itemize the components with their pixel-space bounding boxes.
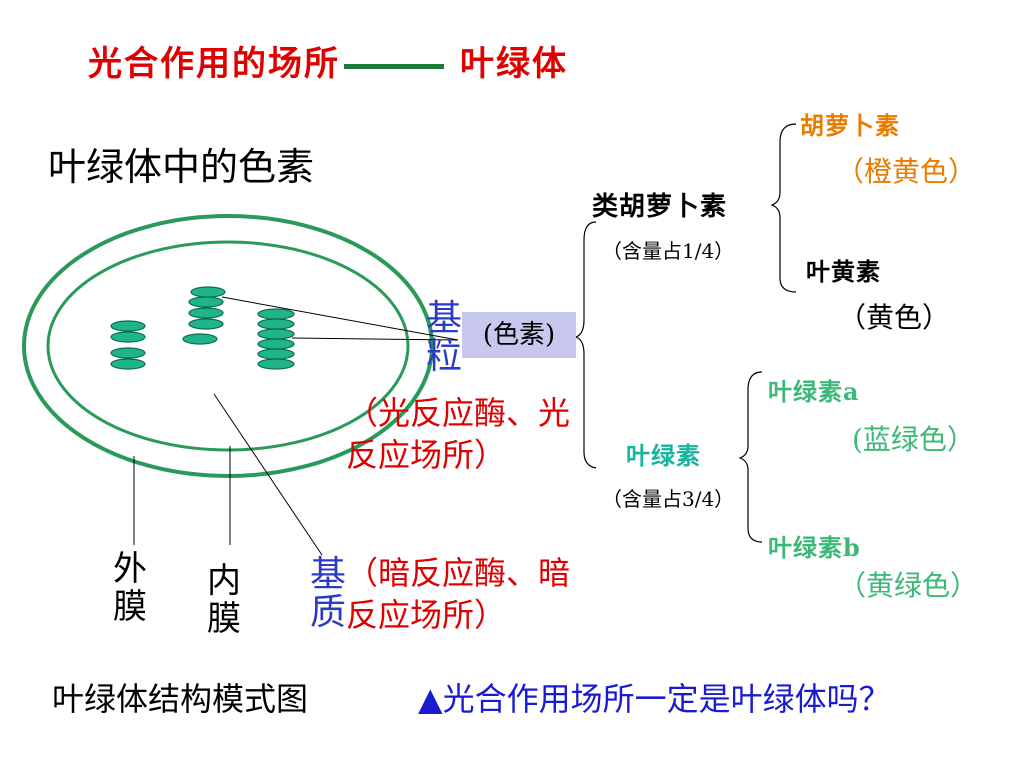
title-right: 叶绿体: [460, 44, 568, 84]
inner-membrane-label: 内膜: [207, 561, 241, 639]
outer-membrane: [22, 214, 434, 478]
grana-function: （光反应酶、光反应场所）: [346, 394, 571, 474]
braces: [574, 123, 797, 543]
xanthophyll-color: （黄色）: [838, 301, 951, 334]
chlorophyll-a-color: (蓝绿色）: [852, 423, 975, 456]
granum-middle: [182, 286, 226, 345]
title-left: 光合作用的场所: [88, 44, 340, 84]
grana-label: 基粒: [425, 298, 462, 377]
question-text: ▲光合作用场所一定是叶绿体吗？: [418, 680, 891, 718]
carotenoids-label: 类胡萝卜素: [592, 192, 728, 222]
outer-membrane-label: 外膜: [113, 549, 147, 627]
chlorophyll-b-label: 叶绿素b: [768, 533, 861, 562]
carotenoids-content: （含量占1/4）: [602, 239, 735, 263]
pigment-box: (色素): [462, 312, 576, 358]
chlorophyll-label: 叶绿素: [626, 441, 701, 470]
carotene-color: （橙黄色）: [836, 155, 977, 188]
leader-lines: [133, 296, 459, 556]
chlorophyll-content: （含量占3/4）: [602, 487, 735, 511]
subtitle: 叶绿体中的色素: [48, 145, 315, 189]
stroma-label: 基质: [309, 554, 346, 633]
xanthophyll-label: 叶黄素: [806, 257, 881, 286]
page-title: 光合作用的场所 叶绿体: [88, 36, 568, 85]
chlorophyll-b-color: （黄绿色）: [838, 569, 979, 602]
inner-membrane: [46, 240, 410, 452]
carotene-label: 胡萝卜素: [800, 111, 900, 140]
chlorophyll-a-label: 叶绿素a: [768, 377, 860, 406]
granum-left: [110, 320, 146, 370]
granum-right: [257, 308, 295, 370]
title-dash: [344, 63, 444, 69]
stroma-function: （暗反应酶、暗反应场所）: [346, 554, 571, 634]
diagram-caption: 叶绿体结构模式图: [52, 680, 309, 718]
